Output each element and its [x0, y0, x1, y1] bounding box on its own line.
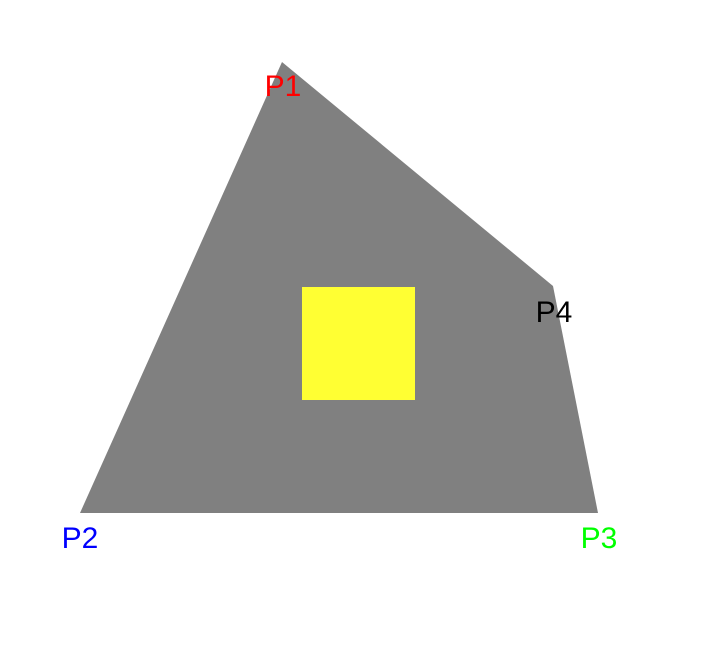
- point-label-p3: P3: [581, 522, 618, 555]
- yellow-square: [302, 287, 415, 400]
- point-label-p2: P2: [62, 522, 99, 555]
- point-label-p4: P4: [536, 296, 573, 329]
- point-label-p1: P1: [265, 70, 302, 103]
